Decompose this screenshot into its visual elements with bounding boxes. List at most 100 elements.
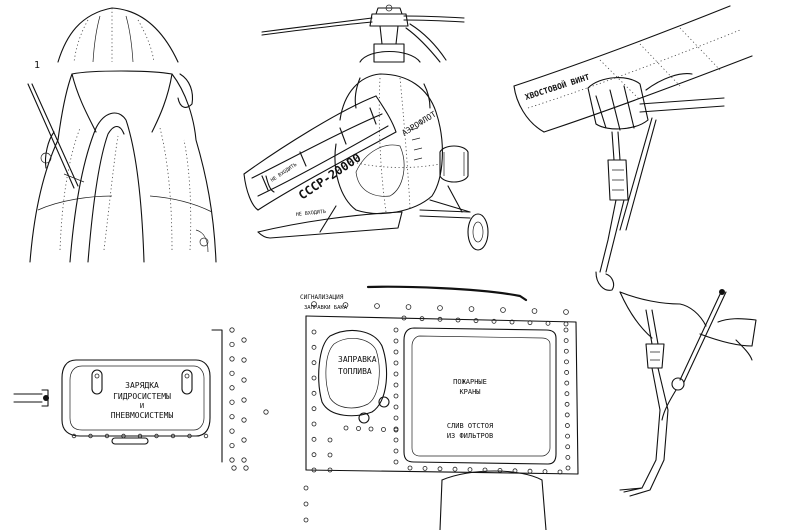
rivet [311,467,317,473]
rivet [311,375,317,381]
rivet [500,307,506,313]
rivet [311,301,317,307]
rivet [393,437,399,443]
rivet [564,370,570,375]
rivet [393,338,399,344]
airline-text: АЭРОФЛОТ [400,110,438,138]
hydraulic-label-line2: ГИДРОСИСТЕМЫ [113,392,171,401]
view-tail-boom: ХВОСТОВОЙ ВИНТ [513,5,753,291]
rivet [229,385,235,391]
rivet [303,501,309,507]
rivet [491,318,497,324]
rivet [311,329,317,335]
rivet [137,433,143,439]
rivet [437,316,443,322]
rivet [243,465,249,471]
rivet [241,417,247,423]
drain-label-line2: ИЗ ФИЛЬТРОВ [447,432,493,440]
signal-label-line2: ЗАПРАВКИ БАКА [304,305,348,311]
rivet [229,370,235,376]
rivet [473,318,479,324]
rivet [512,468,518,474]
rivet [229,457,235,463]
rivet [311,452,317,458]
rivet [467,467,473,473]
rivet [154,433,159,439]
rivet [401,315,407,321]
rivet [564,380,570,386]
rivet [356,426,361,431]
rivet [527,468,533,474]
rivet [343,425,349,431]
rivet [327,452,333,458]
rivet [229,442,235,449]
rivet [229,356,235,362]
rivet [563,348,569,354]
rivet [563,338,569,344]
rivet [241,457,247,463]
rivet [564,391,570,397]
rivet [263,409,269,415]
rivet [545,320,551,326]
rivet [231,465,237,471]
view-tail-skid [619,289,757,497]
rivet [564,401,570,407]
rivet [393,382,399,388]
hydraulic-label-line1: ЗАРЯДКА [125,381,159,390]
rivet [565,465,571,471]
signal-label-line1: СИГНАЛИЗАЦИЯ [300,294,344,301]
rivet [311,360,317,366]
rivet [565,454,571,460]
rivet [563,327,569,333]
rivet [229,414,235,420]
rivet [563,321,569,327]
rivet [311,406,317,412]
rivet [497,467,503,473]
rivet [229,399,235,405]
fuel-label-line1: ЗАПРАВКА [338,355,377,364]
rivet [241,397,247,403]
rivet [393,349,399,355]
rivet [419,316,425,322]
rivet [437,305,443,311]
rivet [311,436,317,442]
rivet [542,469,548,475]
rivet [71,433,77,439]
view-fuel-panel: СИГНАЛИЗАЦИЯ ЗАПРАВКИ БАКА ЗАПРАВКА ТОПЛ… [300,285,579,530]
rivet [327,437,333,443]
hydraulic-label-line3: И [140,402,144,410]
rivet [303,485,309,491]
rivet [104,433,110,439]
figure-number: 1 [34,60,40,71]
rivet [393,360,399,366]
rivet [381,427,386,432]
rivet [342,302,349,308]
rivet [311,344,317,350]
rivet [241,377,247,383]
rivet [241,437,247,443]
rivet [311,421,317,427]
tail-boom-label: ХВОСТОВОЙ ВИНТ [523,71,591,102]
rivet [422,465,428,471]
rivet [393,371,399,377]
drain-label-line1: СЛИВ ОТСТОЯ [447,422,493,430]
rivet [509,319,515,325]
rivet [393,448,399,454]
rivet [437,466,443,472]
rivet [563,309,569,315]
rivet [393,393,399,399]
rivet [241,357,247,363]
rivet [468,306,475,312]
rivet [405,304,412,310]
rivet [229,341,235,348]
rivet [565,444,571,450]
rivet [311,390,317,396]
rivet [203,433,209,439]
rivet [393,427,399,433]
rivet [303,517,309,523]
rivet [407,465,413,471]
rivet [368,426,374,432]
rivet [531,308,538,314]
rivet [564,412,570,418]
